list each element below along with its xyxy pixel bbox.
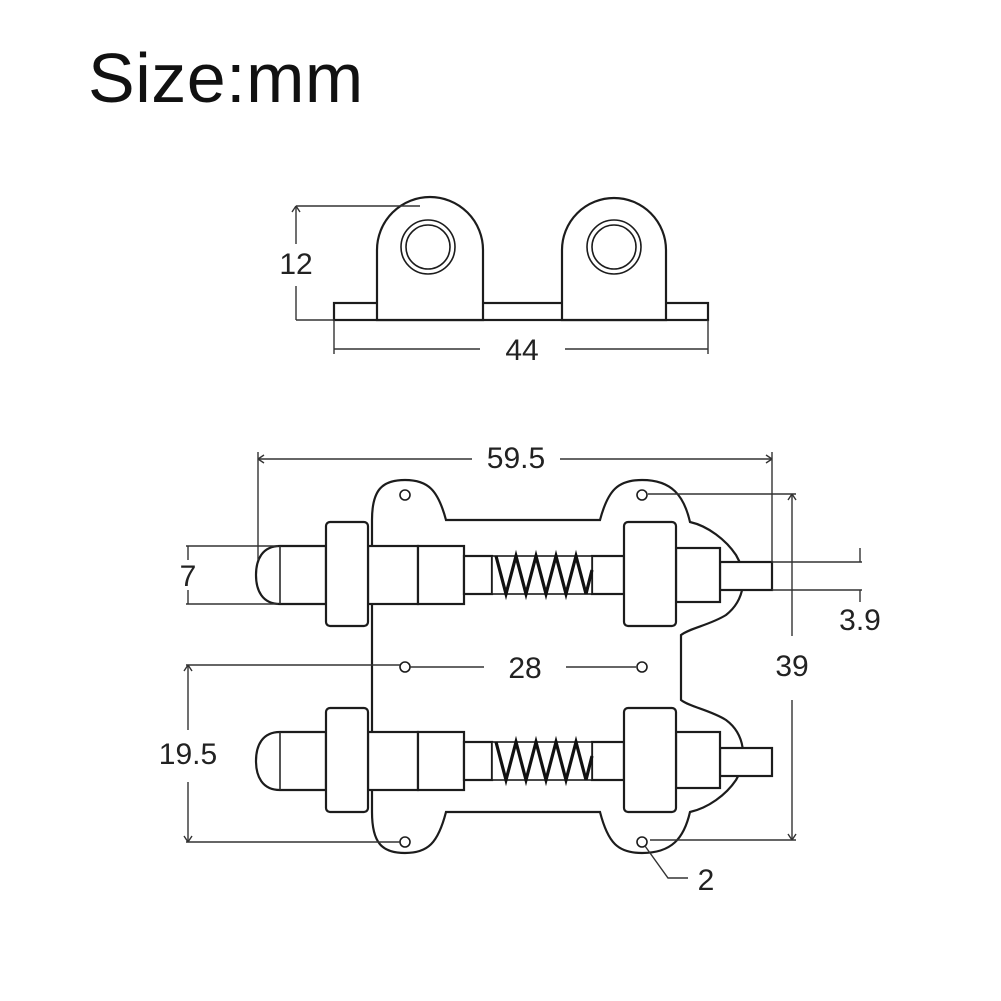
dim-label-39: 39 [775, 650, 808, 683]
mount-hole-bottom-left [399, 836, 411, 848]
dim-label-7: 7 [180, 560, 197, 593]
side-lug-right-hole-inner [591, 224, 637, 270]
pin-assembly-lower [254, 706, 774, 814]
dim-label-12: 12 [279, 248, 312, 281]
pin-assembly-upper [254, 520, 774, 628]
mount-hole-mid-right [636, 661, 648, 673]
mount-hole-top-right [636, 489, 648, 501]
mount-hole-bottom-right [636, 836, 648, 848]
side-view: 12 44 [279, 195, 710, 367]
dim-label-59-5: 59.5 [487, 442, 545, 475]
mount-hole-mid-left [399, 661, 411, 673]
dim-label-28: 28 [508, 652, 541, 685]
top-view: 59.5 7 3.9 39 [159, 442, 881, 897]
page-title: Size:mm [88, 39, 364, 117]
dim-label-3-9: 3.9 [839, 604, 881, 637]
dim-label-44: 44 [505, 334, 538, 367]
dim-label-2: 2 [698, 864, 715, 897]
dim-label-19-5: 19.5 [159, 738, 217, 771]
side-lug-left-hole-inner [405, 224, 451, 270]
mount-hole-top-left [399, 489, 411, 501]
